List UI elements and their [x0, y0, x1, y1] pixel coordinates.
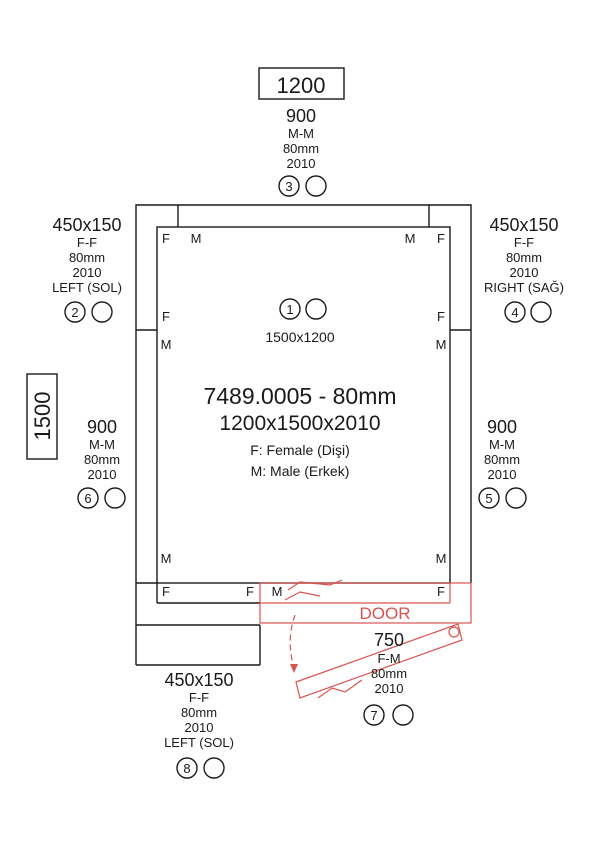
panel-thickness: 80mm: [84, 452, 120, 467]
panel-4: 450x150 F-F 80mm 2010 RIGHT (SAĞ) 4: [484, 215, 564, 323]
panel-height: 2010: [185, 720, 214, 735]
width-dimension-box: [258, 67, 345, 100]
panel-side: RIGHT (SAĞ): [484, 280, 564, 295]
panel-height: 2010: [73, 265, 102, 280]
depth-dimension-label: 1500: [30, 392, 55, 441]
panel-3: 900 M-M 80mm 2010 3: [278, 106, 327, 197]
panel-height: 2010: [510, 265, 539, 280]
panel-size: 900: [487, 417, 517, 437]
panel-number: 2: [71, 305, 78, 320]
door-label: DOOR: [360, 604, 411, 623]
legend-male: M: Male (Erkek): [251, 463, 350, 479]
panel-number: 1: [286, 302, 293, 317]
joint-female: F: [437, 584, 445, 599]
panel-joint-type: M-M: [89, 437, 115, 452]
panel-joint-type: F-F: [514, 235, 534, 250]
joint-male: M: [436, 337, 447, 352]
joint-female: F: [162, 231, 170, 246]
panel-size: 1500x1200: [265, 329, 335, 345]
joint-male: M: [272, 584, 283, 599]
panel-size: 900: [286, 106, 316, 126]
panel-1: 1 1500x1200: [265, 298, 335, 345]
panel-number: 4: [511, 305, 518, 320]
panel-number: 7: [370, 708, 377, 723]
panel-height: 2010: [375, 681, 404, 696]
panel-side: LEFT (SOL): [164, 735, 234, 750]
joint-male: M: [161, 551, 172, 566]
panel-thickness: 80mm: [283, 141, 319, 156]
door-leaf: [295, 623, 463, 699]
joint-male: M: [161, 337, 172, 352]
joint-female: F: [246, 584, 254, 599]
joint-male: M: [436, 551, 447, 566]
door-swing-arc: [289, 614, 296, 669]
panel-number: 8: [183, 761, 190, 776]
panel-number: 6: [84, 491, 91, 506]
joint-male: M: [191, 231, 202, 246]
panel-size: 450x150: [489, 215, 558, 235]
width-dimension-label: 1200: [277, 73, 326, 98]
panel-5: 900 M-M 80mm 2010 5: [478, 417, 527, 509]
panel-height: 2010: [488, 467, 517, 482]
panel-joints: [136, 205, 471, 603]
joint-female: F: [162, 309, 170, 324]
panel-2: 450x150 F-F 80mm 2010 LEFT (SOL) 2: [52, 215, 122, 323]
depth-dimension-box: [26, 373, 58, 460]
room-info: 7489.0005 - 80mm 1200x1500x2010 F: Femal…: [203, 383, 396, 479]
swing-arrow-icon: [290, 664, 298, 673]
panel-thickness: 80mm: [69, 250, 105, 265]
outer-walls: [135, 204, 472, 666]
panel-joint-type: M-M: [288, 126, 314, 141]
panel-joint-type: M-M: [489, 437, 515, 452]
legend-female: F: Female (Dişi): [250, 442, 350, 458]
panel-thickness: 80mm: [371, 666, 407, 681]
panel-size: 900: [87, 417, 117, 437]
joint-female: F: [437, 231, 445, 246]
panel-thickness: 80mm: [181, 705, 217, 720]
panel-joint-type: F-F: [77, 235, 97, 250]
panel-6: 900 M-M 80mm 2010 6: [77, 417, 126, 509]
panel-height: 2010: [88, 467, 117, 482]
joint-male: M: [405, 231, 416, 246]
room-dimensions: 1200x1500x2010: [219, 412, 380, 435]
panel-number: 5: [485, 491, 492, 506]
panel-joint-type: F-M: [377, 651, 400, 666]
panel-size: 750: [374, 630, 404, 650]
panel-joint-type: F-F: [189, 690, 209, 705]
joint-markers: F M M F F F M M M M F F M F: [161, 231, 447, 599]
panel-height: 2010: [287, 156, 316, 171]
panel-thickness: 80mm: [484, 452, 520, 467]
door-hinge-icon: [448, 626, 460, 638]
joint-female: F: [437, 309, 445, 324]
panel-number: 3: [285, 179, 292, 194]
panel-size: 450x150: [164, 670, 233, 690]
panel-size: 450x150: [52, 215, 121, 235]
door-assembly: DOOR: [259, 579, 472, 699]
joint-female: F: [162, 584, 170, 599]
panel-8: 450x150 F-F 80mm 2010 LEFT (SOL) 8: [164, 670, 234, 779]
panel-thickness: 80mm: [506, 250, 542, 265]
panel-side: LEFT (SOL): [52, 280, 122, 295]
room-model: 7489.0005 - 80mm: [203, 383, 396, 409]
panel-7: 750 F-M 80mm 2010 7: [363, 630, 414, 726]
